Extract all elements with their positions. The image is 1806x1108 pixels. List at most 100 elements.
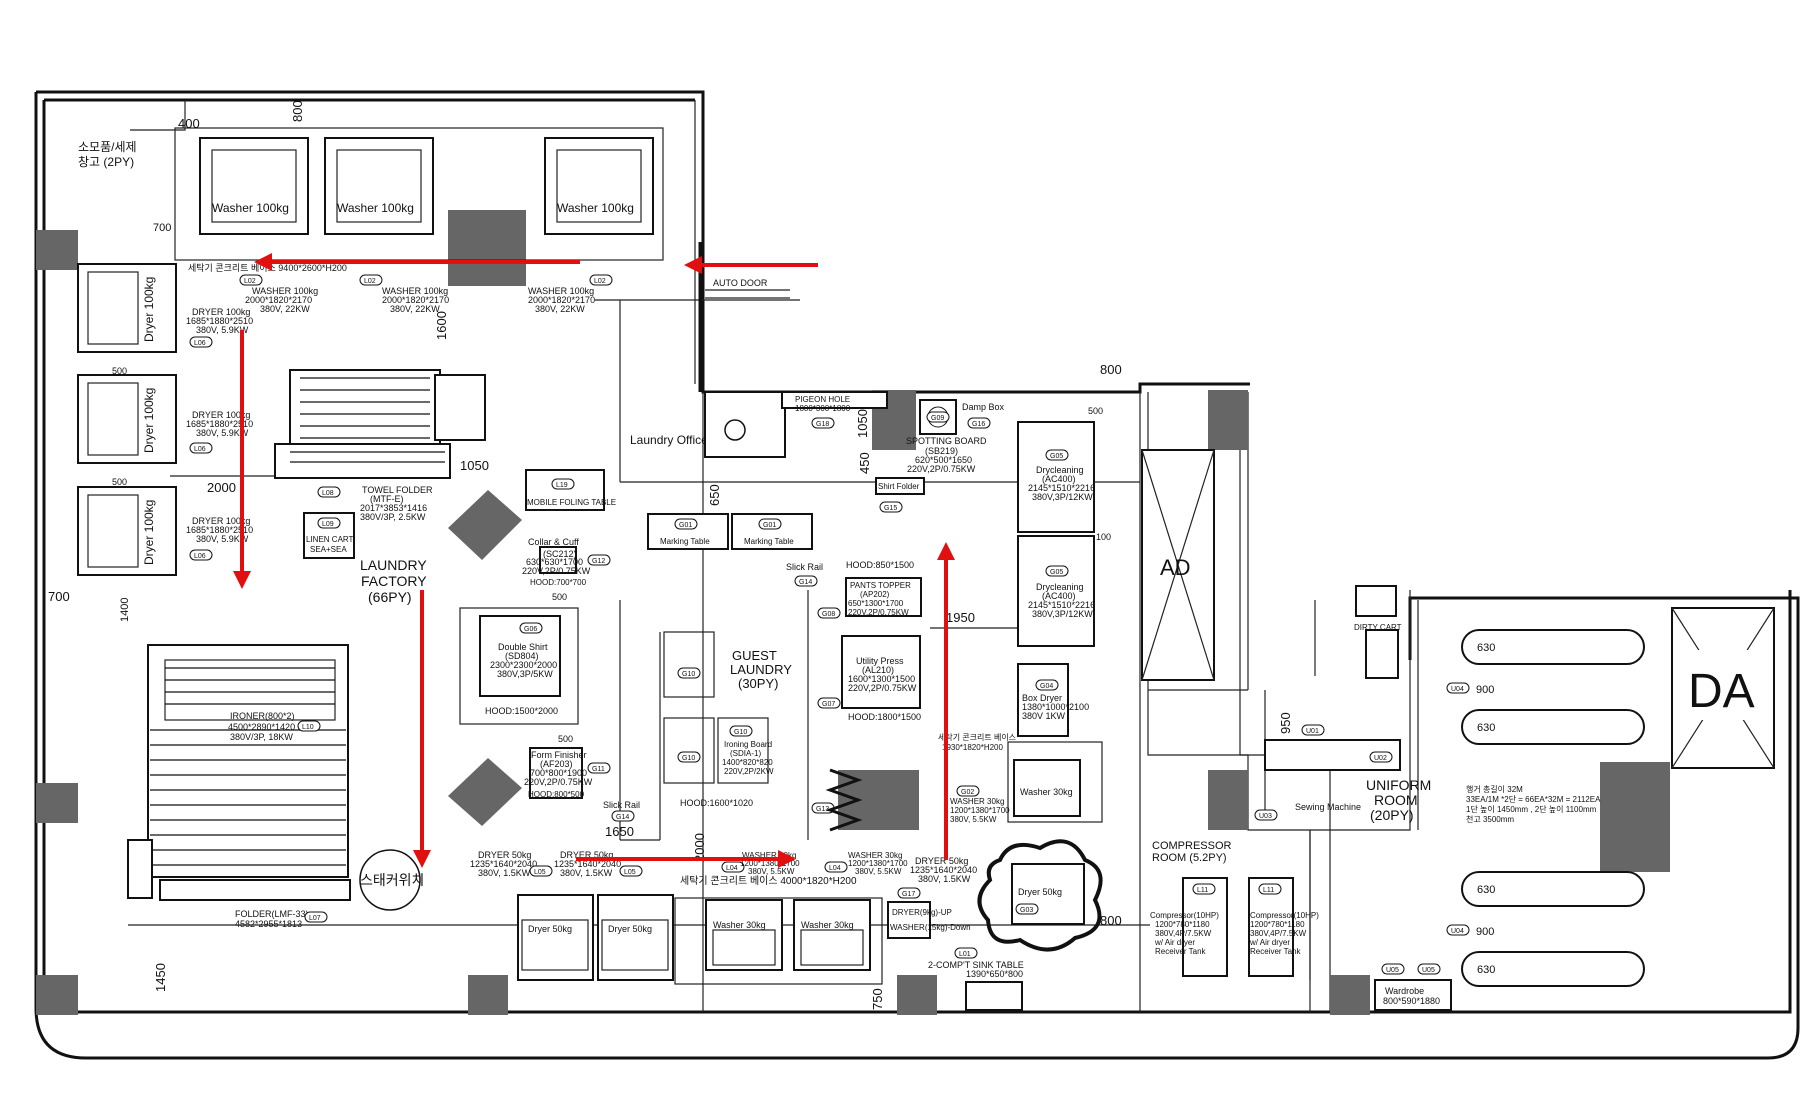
workflow-arrows [233, 253, 955, 868]
svg-text:Dryer 50kg: Dryer 50kg [1018, 887, 1062, 897]
svg-text:1380*1000*2100: 1380*1000*2100 [1022, 702, 1089, 712]
svg-text:500: 500 [112, 477, 127, 487]
svg-text:1390*650*800: 1390*650*800 [966, 969, 1023, 979]
svg-text:1200*780*1180: 1200*780*1180 [1155, 920, 1210, 929]
svg-text:UNIFORM: UNIFORM [1366, 777, 1431, 793]
svg-text:(MTF-E): (MTF-E) [370, 494, 404, 504]
svg-text:Wardrobe: Wardrobe [1385, 986, 1424, 996]
svg-text:(AC400): (AC400) [1042, 591, 1076, 601]
svg-text:33EA/1M *2단 = 66EA*32M = 2112E: 33EA/1M *2단 = 66EA*32M = 2112EA [1466, 794, 1601, 804]
svg-text:220V,2P/0.75KW: 220V,2P/0.75KW [907, 464, 976, 474]
svg-text:G17: G17 [902, 891, 915, 898]
svg-text:380V, 22KW: 380V, 22KW [535, 304, 585, 314]
svg-text:800: 800 [290, 100, 305, 122]
mobile-folding-table: L19 MOBILE FOLING TABLE [525, 469, 616, 511]
svg-text:1800*300*1800: 1800*300*1800 [795, 404, 851, 413]
svg-text:L08: L08 [322, 490, 334, 497]
svg-text:500: 500 [1088, 406, 1103, 416]
svg-text:Dryer 50kg: Dryer 50kg [608, 924, 652, 934]
svg-text:FOLDER(LMF-33): FOLDER(LMF-33) [235, 909, 309, 919]
svg-text:(SB219): (SB219) [925, 446, 958, 456]
svg-text:Double Shirt: Double Shirt [498, 642, 548, 652]
svg-text:U05: U05 [1422, 967, 1435, 974]
svg-text:G14: G14 [799, 579, 812, 586]
svg-text:Marking Table: Marking Table [744, 537, 794, 546]
svg-text:WASHER 30kg: WASHER 30kg [950, 797, 1004, 806]
collar-cuff: Collar & Cuff (SC212) 630*630*1700 220V,… [522, 537, 611, 602]
svg-text:2000*1820*2170: 2000*1820*2170 [382, 295, 449, 305]
svg-text:세탁기 콘크리트 베이스: 세탁기 콘크리트 베이스 [938, 732, 1016, 742]
svg-text:1600: 1600 [434, 311, 449, 340]
svg-text:L05: L05 [534, 869, 546, 876]
svg-text:FACTORY: FACTORY [361, 573, 427, 589]
svg-text:(AP202): (AP202) [860, 590, 890, 599]
svg-text:380V, 22KW: 380V, 22KW [260, 304, 310, 314]
svg-text:Compressor(10HP): Compressor(10HP) [1250, 911, 1319, 920]
svg-text:380V/3P, 2.5KW: 380V/3P, 2.5KW [360, 512, 426, 522]
svg-text:1235*1640*2040: 1235*1640*2040 [910, 865, 977, 875]
svg-text:Drycleaning: Drycleaning [1036, 582, 1084, 592]
svg-text:220V,2P/0.75KW: 220V,2P/0.75KW [522, 566, 591, 576]
svg-text:G08: G08 [822, 611, 835, 618]
svg-text:650*1300*1700: 650*1300*1700 [848, 599, 904, 608]
svg-text:1685*1880*2510: 1685*1880*2510 [186, 419, 253, 429]
svg-text:1단 높이 1450mm , 2단 높이 1100mm: 1단 높이 1450mm , 2단 높이 1100mm [1466, 804, 1597, 814]
svg-text:L19: L19 [556, 482, 568, 489]
svg-text:950: 950 [1278, 712, 1293, 734]
svg-text:MOBILE FOLING TABLE: MOBILE FOLING TABLE [527, 498, 616, 507]
svg-text:G05: G05 [1050, 569, 1063, 576]
svg-text:(SD804): (SD804) [505, 651, 539, 661]
svg-text:DRYER 100kg: DRYER 100kg [192, 410, 250, 420]
svg-text:G14: G14 [616, 814, 629, 821]
svg-text:Damp Box: Damp Box [962, 402, 1005, 412]
svg-text:G10: G10 [734, 729, 747, 736]
storage-label-1: 소모품/세제 [78, 140, 137, 154]
svg-text:1600*1300*1500: 1600*1300*1500 [848, 674, 915, 684]
svg-text:1400: 1400 [119, 598, 131, 622]
svg-text:1235*1640*2040: 1235*1640*2040 [554, 859, 621, 869]
svg-text:HOOD:800*500: HOOD:800*500 [528, 790, 585, 799]
svg-text:380V, 5.5KW: 380V, 5.5KW [950, 815, 997, 824]
svg-text:620*500*1650: 620*500*1650 [915, 455, 972, 465]
svg-text:380V, 5.9KW: 380V, 5.9KW [196, 534, 249, 544]
svg-text:LAUNDRY: LAUNDRY [730, 662, 792, 677]
svg-text:G10: G10 [682, 755, 695, 762]
svg-text:L02: L02 [244, 278, 256, 285]
svg-text:(SDIA-1): (SDIA-1) [730, 749, 761, 758]
svg-text:G10: G10 [682, 671, 695, 678]
svg-text:COMPRESSOR: COMPRESSOR [1152, 840, 1232, 852]
svg-text:IRONER(800*2): IRONER(800*2) [230, 711, 295, 721]
svg-text:L04: L04 [726, 865, 738, 872]
svg-text:PANTS TOPPER: PANTS TOPPER [850, 581, 911, 590]
svg-text:2017*3853*1416: 2017*3853*1416 [360, 503, 427, 513]
svg-text:ROOM: ROOM [1374, 792, 1418, 808]
washer-100-3: Washer 100kg [544, 137, 654, 235]
svg-text:AD: AD [1160, 555, 1191, 580]
storage-room: 소모품/세제 창고 (2PY) [78, 100, 186, 169]
svg-text:Washer 30kg: Washer 30kg [1020, 787, 1073, 797]
svg-text:220V,2P/0.75KW: 220V,2P/0.75KW [848, 608, 909, 617]
svg-text:HOOD:1500*2000: HOOD:1500*2000 [485, 706, 558, 716]
svg-text:WASHER 30kg: WASHER 30kg [742, 851, 796, 860]
svg-text:L05: L05 [624, 869, 636, 876]
svg-text:SEA+SEA: SEA+SEA [310, 545, 347, 554]
svg-text:Laundry Office: Laundry Office [630, 433, 708, 447]
svg-text:450: 450 [857, 452, 872, 474]
svg-text:(30PY): (30PY) [738, 676, 778, 691]
svg-text:L10: L10 [302, 724, 314, 731]
svg-text:DRYER 50kg: DRYER 50kg [915, 856, 968, 866]
svg-text:L06: L06 [194, 340, 206, 347]
washer-30-row: 세탁기 콘크리트 베이스 4000*1820*H200 Washer 30kg … [674, 851, 908, 985]
svg-text:w/ Air dryer: w/ Air dryer [1154, 938, 1195, 947]
svg-text:380V,4P/7.5KW: 380V,4P/7.5KW [1155, 929, 1212, 938]
building-walls [34, 90, 1800, 1060]
svg-text:WASHER 100kg: WASHER 100kg [382, 286, 448, 296]
svg-text:Washer 30kg: Washer 30kg [713, 920, 766, 930]
svg-text:(SC212): (SC212) [543, 549, 577, 559]
svg-text:2000*1820*2170: 2000*1820*2170 [528, 295, 595, 305]
washer-100-2: Washer 100kg [324, 137, 434, 235]
svg-text:2000: 2000 [207, 480, 236, 495]
svg-text:Dryer 100kg: Dryer 100kg [142, 388, 156, 453]
svg-text:1200*1380*1700: 1200*1380*1700 [740, 859, 800, 868]
